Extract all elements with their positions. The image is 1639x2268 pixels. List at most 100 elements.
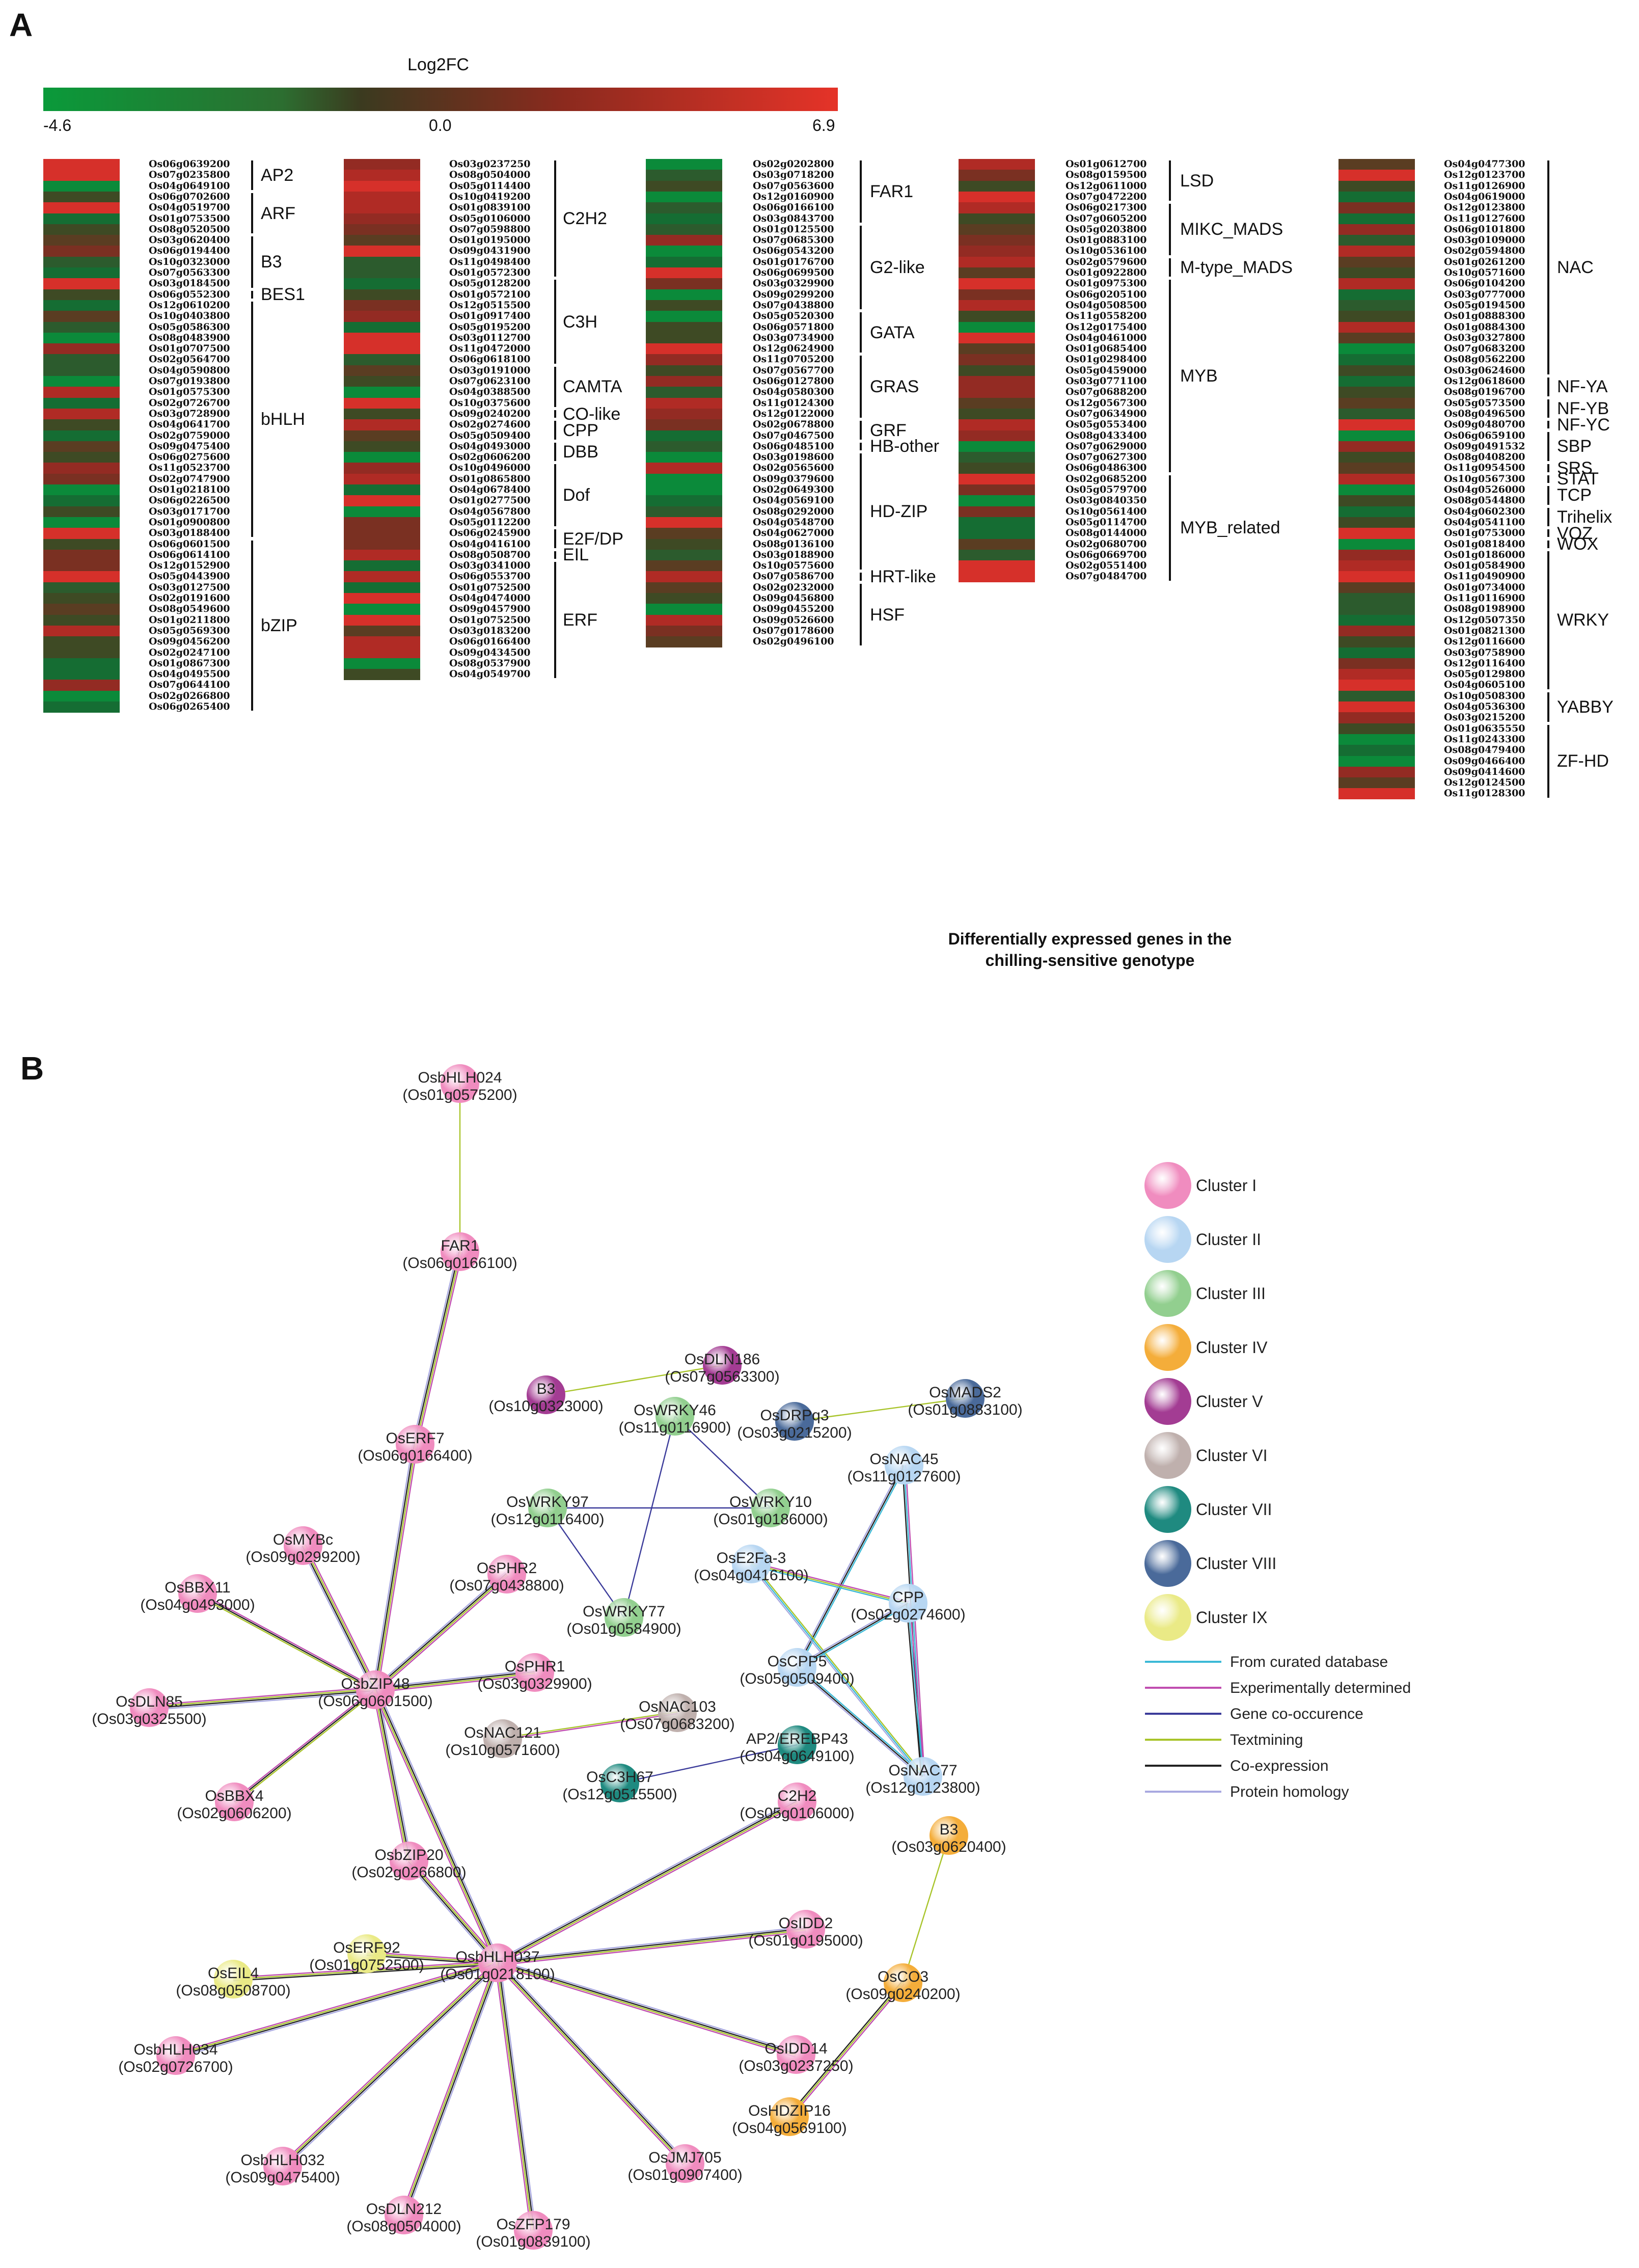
gene-label: Os11g0126900 <box>1444 180 1525 192</box>
gene-label: Os03g0718200 <box>753 169 834 181</box>
node-circle <box>605 1598 643 1637</box>
heatmap-cell <box>1338 289 1415 301</box>
node-circle <box>778 1648 816 1687</box>
heatmap-cell <box>1338 354 1415 366</box>
heatmap-cell <box>959 267 1035 279</box>
network-edge <box>374 1444 415 1690</box>
family-bracket <box>1547 431 1549 462</box>
gene-label: Os12g0507350 <box>1444 614 1525 626</box>
heatmap-cell <box>43 311 120 322</box>
legend-cluster-swatch <box>1144 1486 1191 1533</box>
gene-label: Os11g0705200 <box>753 354 834 365</box>
gene-label: Os07g0605200 <box>1066 212 1147 224</box>
network-node: OsNAC77(Os12g0123800) <box>865 1757 980 1796</box>
gene-label: Os04g0519700 <box>149 202 230 213</box>
gene-label: Os05g0194500 <box>1444 299 1525 311</box>
gene-label: Os03g0184500 <box>149 278 230 289</box>
gene-label: Os03g0188400 <box>149 527 230 539</box>
heatmap-cell <box>43 170 120 181</box>
node-name: OsHDZIP16 <box>748 2102 831 2119</box>
heatmap-cell <box>1338 745 1415 757</box>
family-bracket <box>554 551 556 559</box>
gene-label: Os05g0443900 <box>149 571 230 582</box>
heatmap-cell <box>43 636 120 648</box>
network-edge <box>375 1669 535 1688</box>
gene-label: Os02g0685200 <box>1066 473 1147 484</box>
gene-label: Os05g0569300 <box>149 625 230 636</box>
gene-label: Os09g0240200 <box>449 408 531 419</box>
heatmap-cell <box>1338 441 1415 452</box>
node-name: OsbZIP20 <box>374 1847 443 1864</box>
gene-label: Os01g0572300 <box>449 267 531 278</box>
node-name: OsCPP5 <box>768 1653 827 1670</box>
gene-label: Os09g0434500 <box>449 646 531 658</box>
heatmap-cell <box>646 625 722 637</box>
network-edge <box>495 1964 684 2166</box>
heatmap-cell <box>344 452 420 463</box>
network-node: OsCPP5(Os05g0509400) <box>740 1648 855 1687</box>
family-bracket <box>251 301 253 537</box>
network-edge <box>495 1963 532 2231</box>
family-label: VOZ <box>1557 523 1593 543</box>
colorbar-mid-label: 0.0 <box>429 116 452 134</box>
heatmap-cell <box>1338 365 1415 376</box>
network-node: OsMYBc(Os09g0299200) <box>245 1526 361 1565</box>
node-circle <box>156 2036 195 2075</box>
heatmap-cell <box>43 625 120 637</box>
family-label: NF-YC <box>1557 415 1610 435</box>
network-node: OsHDZIP16(Os04g0569100) <box>732 2097 847 2137</box>
gene-label: Os04g0388500 <box>449 386 531 398</box>
family-label: GATA <box>870 322 915 342</box>
heatmap-cell <box>344 658 420 669</box>
node-circle <box>666 2144 704 2183</box>
heatmap-cell <box>344 224 420 235</box>
network-edge <box>909 1603 925 1776</box>
heatmap-cell <box>959 506 1035 518</box>
heatmap-cell <box>1338 235 1415 246</box>
node-name: OsWRKY10 <box>729 1494 812 1510</box>
heatmap-cell <box>646 387 722 398</box>
network-edge <box>376 1575 509 1692</box>
legend-cluster-swatch <box>1144 1216 1191 1263</box>
gene-label: Os12g0611000 <box>1066 180 1147 192</box>
heatmap-cell <box>344 354 420 366</box>
family-bracket <box>251 290 253 299</box>
gene-label: Os11g0498400 <box>449 256 531 267</box>
gene-label: Os04g0548700 <box>753 516 834 528</box>
network-edge <box>502 1711 677 1739</box>
node-circle <box>215 1783 254 1821</box>
network-edge <box>375 1689 499 1963</box>
heatmap-cell <box>1338 278 1415 290</box>
family-label: AP2 <box>261 165 294 185</box>
heatmap-cell <box>646 365 722 376</box>
node-name: OsCO3 <box>878 1968 928 1985</box>
network-edge <box>149 1687 375 1706</box>
heatmap-cell <box>1338 170 1415 181</box>
gene-label: Os09g0299200 <box>753 288 834 300</box>
heatmap-cell <box>344 376 420 387</box>
node-circle <box>284 1526 322 1565</box>
network-edge <box>498 1962 687 2164</box>
node-name: OsDRPq3 <box>760 1407 829 1424</box>
legend-cluster-swatch <box>1144 1540 1191 1587</box>
gene-label: Os05g0509400 <box>449 429 531 441</box>
network-edge <box>902 1835 950 1983</box>
gene-label: Os06g0245900 <box>449 527 531 539</box>
node-gene-id: (Os02g0274600) <box>851 1606 965 1623</box>
heatmap-cell <box>646 517 722 528</box>
heatmap-cell <box>1338 723 1415 735</box>
gene-label: Os08g0483900 <box>149 332 230 343</box>
gene-label: Os08g0144000 <box>1066 527 1147 539</box>
family-bracket <box>554 421 556 440</box>
network-edge <box>410 1859 500 1962</box>
gene-label: Os08g0198900 <box>1444 603 1525 615</box>
gene-label: Os09g0526600 <box>753 614 834 626</box>
heatmap-column <box>43 159 120 713</box>
gene-label: Os04g0508500 <box>1066 299 1147 311</box>
gene-label: Os06g0166100 <box>753 202 834 213</box>
gene-label: Os08g0537900 <box>449 657 531 669</box>
gene-label: Os01g0685400 <box>1066 343 1147 355</box>
gene-label: Os04g0567800 <box>449 505 531 517</box>
network-edge <box>797 1667 923 1777</box>
node-gene-id: (Os01g0907400) <box>627 2167 742 2183</box>
